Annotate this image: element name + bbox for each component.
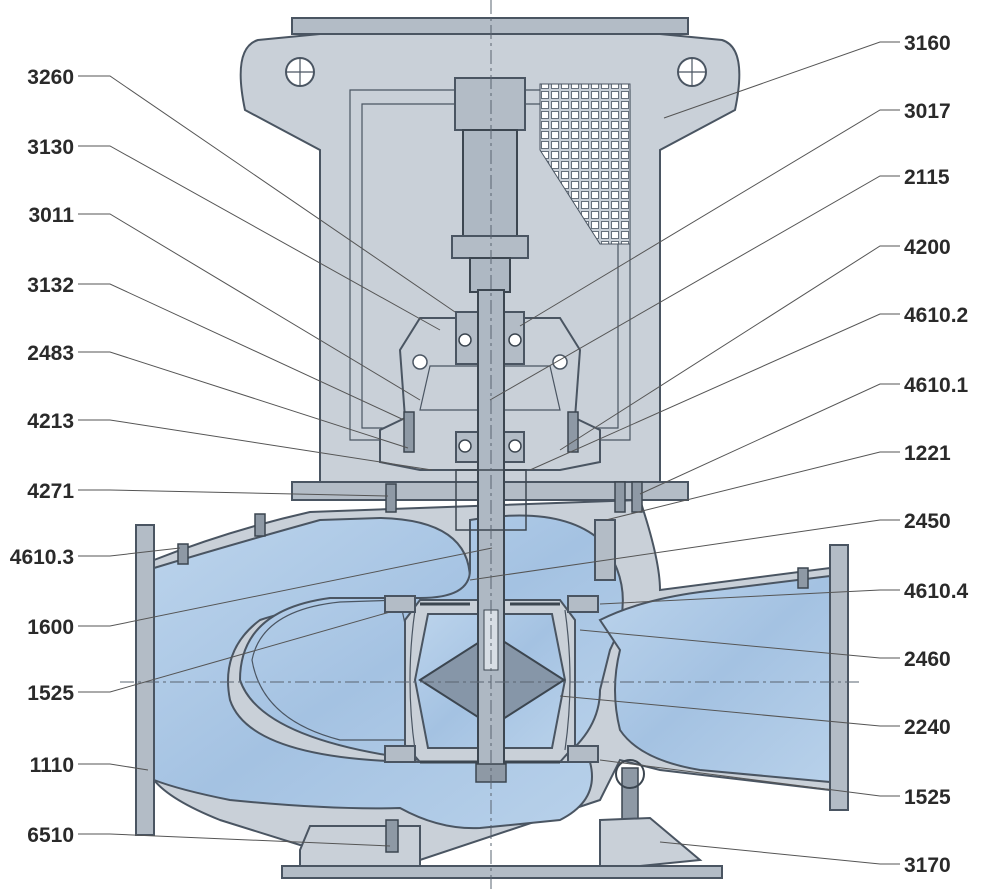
label-1525-right: 1525: [904, 786, 951, 809]
label-2483: 2483: [27, 342, 74, 365]
label-3132: 3132: [27, 274, 74, 297]
label-4213: 4213: [27, 410, 74, 433]
label-2460: 2460: [904, 648, 951, 671]
label-4271: 4271: [27, 480, 74, 503]
labels-right: 3160 3017 2115 4200 4610.2 4610.1 1221 2…: [904, 32, 969, 877]
foot-3170: [281, 816, 723, 879]
label-3260: 3260: [27, 66, 74, 89]
label-4610-2: 4610.2: [904, 304, 968, 327]
label-2115: 2115: [904, 166, 950, 189]
label-1110: 1110: [30, 754, 74, 777]
label-4610-3: 4610.3: [10, 546, 74, 569]
label-3011: 3011: [28, 204, 74, 227]
leaders-right: [469, 41, 900, 865]
label-1221: 1221: [904, 442, 951, 465]
label-3160: 3160: [904, 32, 951, 55]
label-2240: 2240: [904, 716, 951, 739]
label-4610-4: 4610.4: [904, 580, 969, 603]
labels-left: 3260 3130 3011 3132 2483 4213 4271 4610.…: [10, 66, 75, 847]
label-1525-left: 1525: [27, 682, 74, 705]
label-6510: 6510: [27, 824, 74, 847]
label-3170: 3170: [904, 854, 951, 877]
label-3017: 3017: [904, 100, 951, 123]
label-2450: 2450: [904, 510, 951, 533]
label-3130: 3130: [27, 136, 74, 159]
leaders-left: [78, 75, 493, 847]
label-4200: 4200: [904, 236, 951, 259]
label-4610-1: 4610.1: [904, 374, 969, 397]
label-1600: 1600: [27, 616, 74, 639]
